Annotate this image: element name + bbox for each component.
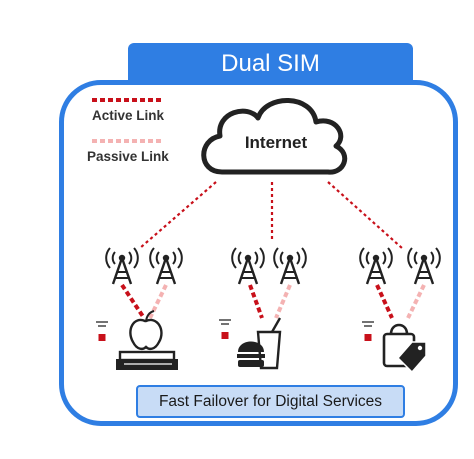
fast-food-icon (237, 317, 282, 370)
tower-icon (406, 246, 442, 286)
tower-icon (148, 246, 184, 286)
education-icon (116, 310, 178, 370)
legend-passive-label: Passive Link (87, 149, 169, 164)
tower-icon (272, 246, 308, 286)
footer-banner: Fast Failover for Digital Services (136, 385, 405, 418)
retail-shopping-icon (382, 323, 427, 374)
site-3 (358, 246, 442, 374)
legend-active-label: Active Link (92, 108, 165, 123)
cloud-label: Internet (244, 133, 308, 152)
tower-icon (230, 246, 266, 286)
connection-line-site-1 (139, 181, 217, 249)
connection-line-site-3 (327, 181, 403, 249)
cloud-icon (201, 98, 348, 175)
site-1 (95, 246, 184, 370)
tower-icon (104, 246, 140, 286)
site-2 (218, 246, 308, 370)
sim-card-icon (95, 321, 109, 342)
tower-icon (358, 246, 394, 286)
sim-card-icon (218, 319, 232, 340)
title-tab: Dual SIM (128, 43, 413, 84)
sim-card-icon (361, 321, 375, 342)
